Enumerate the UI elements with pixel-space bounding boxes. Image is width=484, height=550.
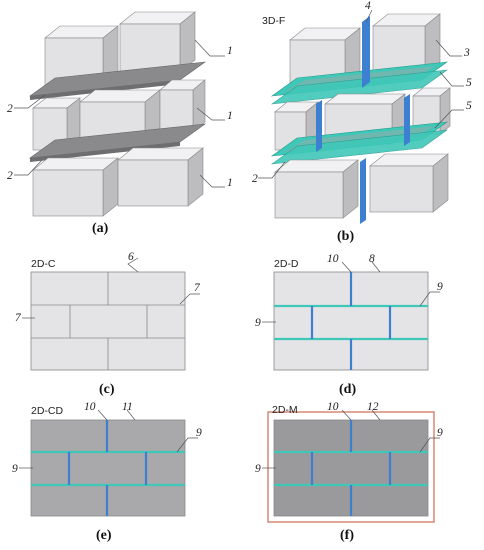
panel-e: 2D-CD 10 11 9 9 (e) — [12, 401, 202, 543]
panel-a: 1 1 1 2 2 (a) — [7, 11, 233, 236]
callout-label: 6 — [128, 251, 134, 263]
callout-label: 9 — [12, 463, 18, 475]
panel-d: 2D-D 10 8 9 9 (d) — [255, 253, 443, 397]
callout-label: 9 — [437, 427, 443, 439]
callout-label: 1 — [227, 177, 233, 189]
block — [32, 157, 119, 217]
callout-label: 9 — [196, 427, 202, 439]
callout-label: 7 — [15, 312, 22, 324]
callout-label: 9 — [255, 317, 261, 329]
panel-c: 2D-C 6 7 7 (c) — [15, 251, 201, 397]
callout-label: 4 — [365, 0, 371, 12]
panel-frame — [267, 411, 435, 523]
callout-label: 1 — [227, 45, 233, 57]
block — [369, 153, 449, 213]
callout-label: 10 — [327, 253, 339, 265]
block — [159, 79, 206, 133]
callout-label: 2 — [7, 170, 13, 182]
panel-b: 3D-F — [252, 0, 472, 244]
callout-label: 12 — [367, 401, 379, 413]
panel-title: 2D-M — [272, 404, 298, 416]
panel-title: 2D-CD — [31, 405, 64, 417]
block — [274, 159, 359, 219]
callout-label: 2 — [7, 103, 13, 115]
panel-caption: (c) — [99, 382, 115, 397]
callout-label: 9 — [437, 281, 443, 293]
callout-label: 5 — [466, 77, 472, 89]
callout-label: 2 — [252, 173, 258, 185]
head-joint — [316, 16, 410, 224]
panel-title: 2D-D — [274, 258, 299, 270]
mortar-plate — [28, 123, 207, 159]
panel-caption: (f) — [340, 528, 354, 543]
callout-label: 5 — [466, 100, 472, 112]
panel-caption: (a) — [92, 221, 109, 236]
callout-label: 1 — [227, 110, 233, 122]
block — [117, 147, 204, 207]
panel-caption: (e) — [96, 528, 112, 543]
callout-label: 11 — [122, 401, 133, 413]
block — [119, 11, 196, 73]
panel-caption: (b) — [337, 229, 354, 244]
callout-label: 10 — [84, 401, 96, 413]
callout-label: 8 — [369, 253, 375, 265]
callout-label: 3 — [463, 47, 470, 59]
panel-f: 2D-M 10 12 9 9 (f) — [255, 401, 443, 543]
panel-title: 3D-F — [262, 15, 285, 27]
callout-label: 7 — [194, 282, 201, 294]
panel-title: 2D-C — [31, 258, 56, 270]
callout-label: 10 — [327, 401, 339, 413]
panel-caption: (d) — [339, 382, 356, 397]
callout-label: 9 — [255, 463, 261, 475]
